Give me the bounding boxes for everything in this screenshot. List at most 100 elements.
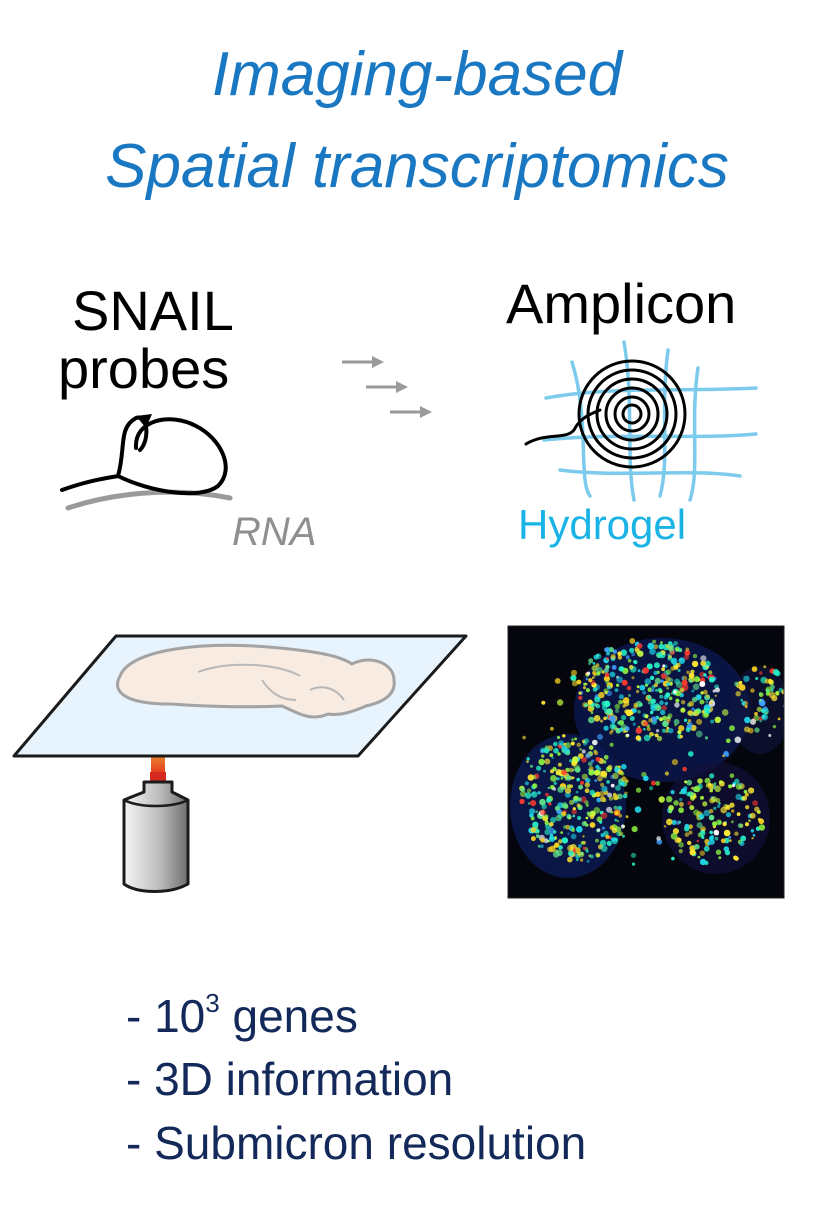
fluorescent-spot [729, 725, 735, 732]
fluorescent-spot [635, 787, 642, 793]
fluorescent-spot [678, 807, 684, 814]
fluorescent-spot [712, 689, 716, 693]
fluorescent-spot [670, 657, 678, 665]
fluorescent-spot [687, 801, 692, 806]
fluorescent-spot [592, 739, 598, 746]
fluorescent-spot [650, 705, 657, 712]
fluorescent-spot [644, 678, 651, 685]
fluorescent-spot [547, 786, 551, 790]
fluorescent-spot [768, 679, 774, 684]
fluorescent-spot [543, 769, 546, 773]
fluorescent-spot [731, 820, 734, 824]
fluorescent-spot [576, 858, 579, 862]
fluorescent-spot [606, 780, 610, 784]
fluorescent-spot [614, 688, 619, 692]
fluorescent-spot [654, 677, 661, 685]
fluorescent-spot [677, 669, 681, 672]
fluorescent-spot [636, 643, 643, 649]
fluorescent-spot [584, 788, 590, 794]
fluorescent-spot [659, 700, 664, 705]
fluorescent-spot [688, 830, 693, 835]
fluorescent-spot [647, 695, 652, 700]
snail-label: SNAIL [72, 279, 234, 342]
fluorescent-spot [668, 728, 674, 734]
fluorescent-spot [761, 713, 769, 721]
fluorescent-spot [524, 781, 530, 786]
fluorescent-spot [631, 652, 635, 657]
fluorescent-spot [650, 780, 656, 786]
fluorescent-spot [609, 715, 616, 722]
fluorescent-spot [711, 796, 717, 803]
fluorescent-spot [681, 676, 685, 680]
fluorescent-spot [668, 810, 672, 814]
fluorescent-spot [572, 814, 576, 818]
fluorescent-spot [673, 665, 679, 670]
fluorescent-spot [530, 800, 537, 807]
fluorescent-spot [713, 829, 720, 836]
fluorescent-spot [572, 807, 576, 811]
fluorescent-spot [591, 676, 595, 679]
fluorescent-spot [549, 822, 554, 827]
fluorescent-spot [713, 806, 717, 810]
fluorescent-spot [620, 771, 625, 776]
fluorescent-spot [577, 797, 582, 802]
fluorescent-spot [589, 822, 596, 828]
bullet-genes-prefix: - 10 [126, 990, 206, 1042]
fluorescent-spot [700, 660, 706, 667]
fluorescent-spot [709, 839, 715, 845]
fluorescent-spot [647, 687, 653, 692]
fluorescent-spot [686, 779, 693, 786]
fluorescent-spot [735, 793, 742, 801]
fluorescent-spot [750, 829, 755, 833]
fluorescent-spot [670, 790, 675, 795]
fluorescent-spot [536, 829, 540, 834]
fluorescent-spot [637, 650, 644, 657]
fluorescent-spot [677, 837, 682, 843]
fluorescent-spot [690, 724, 697, 732]
fluorescent-spot [520, 790, 527, 798]
bullet-genes-exponent: 3 [205, 988, 220, 1018]
fluorescent-spot [618, 666, 624, 672]
fluorescent-spot [661, 705, 667, 711]
fluorescent-spot [673, 641, 678, 646]
fluorescent-spot [622, 834, 625, 838]
fluorescent-spot [672, 828, 680, 835]
fluorescent-spot [603, 667, 609, 674]
fluorescent-spot [530, 827, 537, 833]
fluorescent-spot [597, 775, 603, 782]
fluorescent-spot [679, 734, 683, 739]
fluorescent-spot [574, 766, 581, 773]
fluorescent-spot [758, 824, 766, 831]
fluorescent-spot [609, 723, 616, 730]
fluorescent-spot [674, 702, 680, 708]
fluorescent-spot [540, 747, 545, 752]
fluorescent-spot [618, 831, 624, 836]
fluorescent-spot [687, 710, 694, 716]
fluorescent-spot [576, 826, 583, 833]
fluorescent-spot [577, 815, 582, 821]
fluorescent-spot [718, 802, 721, 805]
fluorescent-spot [661, 667, 665, 672]
fluorescent-spot [671, 819, 677, 826]
fluorescent-spot [586, 804, 589, 807]
fluorescent-spot [601, 785, 608, 793]
amplicon-label: Amplicon [506, 272, 737, 335]
fluorescent-spot [609, 671, 616, 678]
fluorescent-spot [704, 736, 709, 740]
fluorescent-spot [580, 841, 585, 845]
fluorescent-spot [596, 671, 601, 676]
fluorescent-spot [650, 688, 655, 693]
fluorescent-spot [571, 680, 579, 687]
fluorescent-spot [588, 716, 595, 724]
fluorescent-spot [576, 851, 581, 856]
fluorescent-spot [739, 680, 743, 685]
fluorescent-spot [702, 689, 708, 695]
fluorescent-spot [723, 829, 731, 837]
fluorescent-spot [629, 638, 636, 644]
fluorescent-spot [616, 819, 619, 823]
fluorescent-spot [684, 832, 690, 837]
fluorescent-spot [526, 760, 529, 764]
fluorescent-spot [633, 660, 638, 665]
fluorescent-spot [600, 845, 608, 852]
fluorescent-spot [709, 788, 713, 793]
